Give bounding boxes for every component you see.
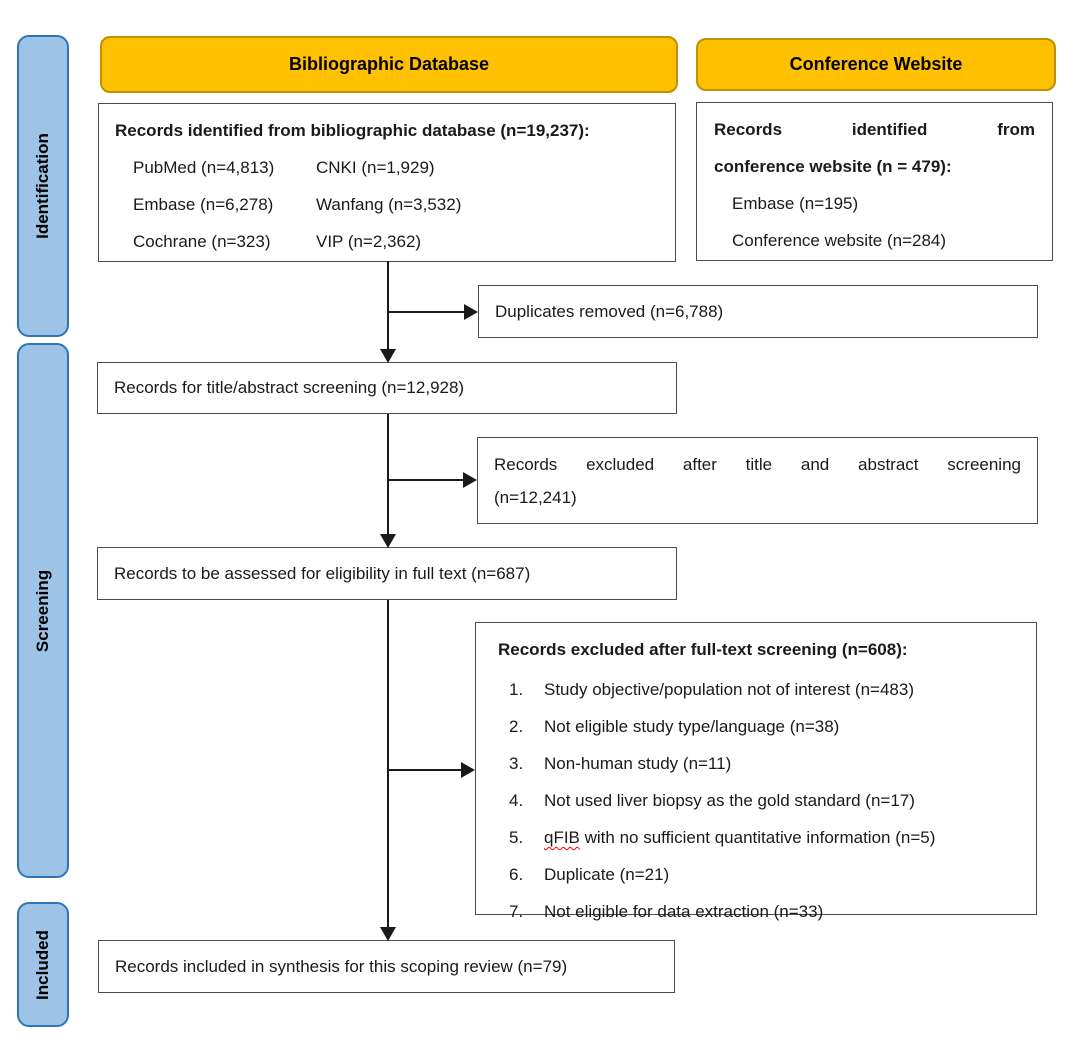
database-count: Cochrane (n=323)	[133, 232, 271, 251]
header-bibliographic-database-label: Bibliographic Database	[288, 54, 490, 74]
exclusion-reason: 3. Non-human study (n=11)	[498, 745, 1036, 782]
conference-records-title-line1: Records identified from	[714, 120, 1035, 139]
exclusion-reason-text: Non-human study (n=11)	[544, 754, 732, 773]
database-row: Cochrane (n=323) VIP (n=2,362)	[115, 223, 661, 260]
exclusion-reason: 2. Not eligible study type/language (n=3…	[498, 708, 1036, 745]
list-number: 1.	[509, 680, 524, 699]
misspelled-word: qFIB	[544, 828, 580, 847]
database-count: CNKI (n=1,929)	[316, 158, 435, 177]
stage-identification: Identification	[17, 35, 69, 337]
list-number: 7.	[509, 902, 524, 921]
source-count: Conference website (n=284)	[732, 231, 947, 250]
list-number: 3.	[509, 754, 524, 773]
database-count: PubMed (n=4,813)	[133, 158, 275, 177]
database-row: Embase (n=6,278) Wanfang (n=3,532)	[115, 186, 661, 223]
included-synthesis-label: Records included in synthesis for this s…	[115, 956, 568, 976]
source-count: Embase (n=195)	[732, 194, 859, 213]
stage-included: Included	[17, 902, 69, 1027]
exclusion-reason: 6. Duplicate (n=21)	[498, 856, 1036, 893]
stage-screening: Screening	[17, 343, 69, 878]
connector-line	[388, 769, 462, 771]
box-included-synthesis: Records included in synthesis for this s…	[98, 940, 675, 993]
exclusion-reason: 5. qFIB with no sufficient quantitative …	[498, 819, 1036, 856]
box-eligibility-full-text: Records to be assessed for eligibility i…	[97, 547, 677, 600]
conference-records-title-line2: conference website (n = 479):	[714, 157, 952, 176]
exclusion-reason-text: Duplicate (n=21)	[544, 865, 670, 884]
header-bibliographic-database: Bibliographic Database	[100, 36, 678, 93]
excluded-title-abstract-line1: Records excluded after title and abstrac…	[494, 455, 1021, 474]
connector-line	[387, 600, 389, 928]
stage-screening-label: Screening	[33, 569, 53, 652]
exclusion-reason-text: Not eligible study type/language (n=38)	[544, 717, 840, 736]
connector-line	[388, 479, 464, 481]
exclusion-reason: 7. Not eligible for data extraction (n=3…	[498, 893, 1036, 930]
arrow-down-icon	[380, 927, 396, 941]
stage-included-label: Included	[33, 929, 52, 1000]
list-number: 5.	[509, 828, 524, 847]
database-count: Wanfang (n=3,532)	[316, 195, 462, 214]
header-conference-website: Conference Website	[696, 38, 1056, 91]
stage-identification-label: Identification	[33, 133, 52, 239]
arrow-right-icon	[463, 472, 477, 488]
box-excluded-title-abstract: Records excluded after title and abstrac…	[477, 437, 1038, 524]
arrow-right-icon	[461, 762, 475, 778]
header-conference-website-label: Conference Website	[789, 54, 963, 74]
database-count: VIP (n=2,362)	[316, 232, 422, 251]
box-conference-records: Records identified from conference websi…	[696, 102, 1053, 261]
title-abstract-screening-label: Records for title/abstract screening (n=…	[114, 378, 465, 397]
connector-line	[388, 311, 465, 313]
box-duplicates-removed: Duplicates removed (n=6,788)	[478, 285, 1038, 338]
bibliographic-records-title: Records identified from bibliographic da…	[115, 121, 590, 140]
database-row: PubMed (n=4,813) CNKI (n=1,929)	[115, 149, 661, 186]
exclusion-reason-text: with no sufficient quantitative informat…	[579, 828, 936, 847]
list-number: 4.	[509, 791, 524, 810]
eligibility-full-text-label: Records to be assessed for eligibility i…	[114, 563, 531, 583]
box-title-abstract-screening: Records for title/abstract screening (n=…	[97, 362, 677, 414]
exclusion-reason: 1. Study objective/population not of int…	[498, 671, 1036, 708]
excluded-title-abstract-line2: (n=12,241)	[494, 488, 577, 507]
exclusion-reason-text: Not used liver biopsy as the gold standa…	[544, 791, 915, 810]
box-bibliographic-records: Records identified from bibliographic da…	[98, 103, 676, 262]
arrow-down-icon	[380, 349, 396, 363]
arrow-right-icon	[464, 304, 478, 320]
exclusion-reason-text: Study objective/population not of intere…	[544, 680, 914, 699]
database-count: Embase (n=6,278)	[133, 195, 274, 214]
exclusion-reason-text: Not eligible for data extraction (n=33)	[544, 902, 824, 921]
box-excluded-full-text: Records excluded after full-text screeni…	[475, 622, 1037, 921]
list-number: 2.	[509, 717, 524, 736]
connector-line	[387, 261, 389, 350]
excluded-full-text-title: Records excluded after full-text screeni…	[498, 640, 908, 659]
connector-line	[387, 414, 389, 535]
exclusion-reason: 4. Not used liver biopsy as the gold sta…	[498, 782, 1036, 819]
duplicates-removed-label: Duplicates removed (n=6,788)	[495, 301, 724, 321]
arrow-down-icon	[380, 534, 396, 548]
list-number: 6.	[509, 865, 524, 884]
